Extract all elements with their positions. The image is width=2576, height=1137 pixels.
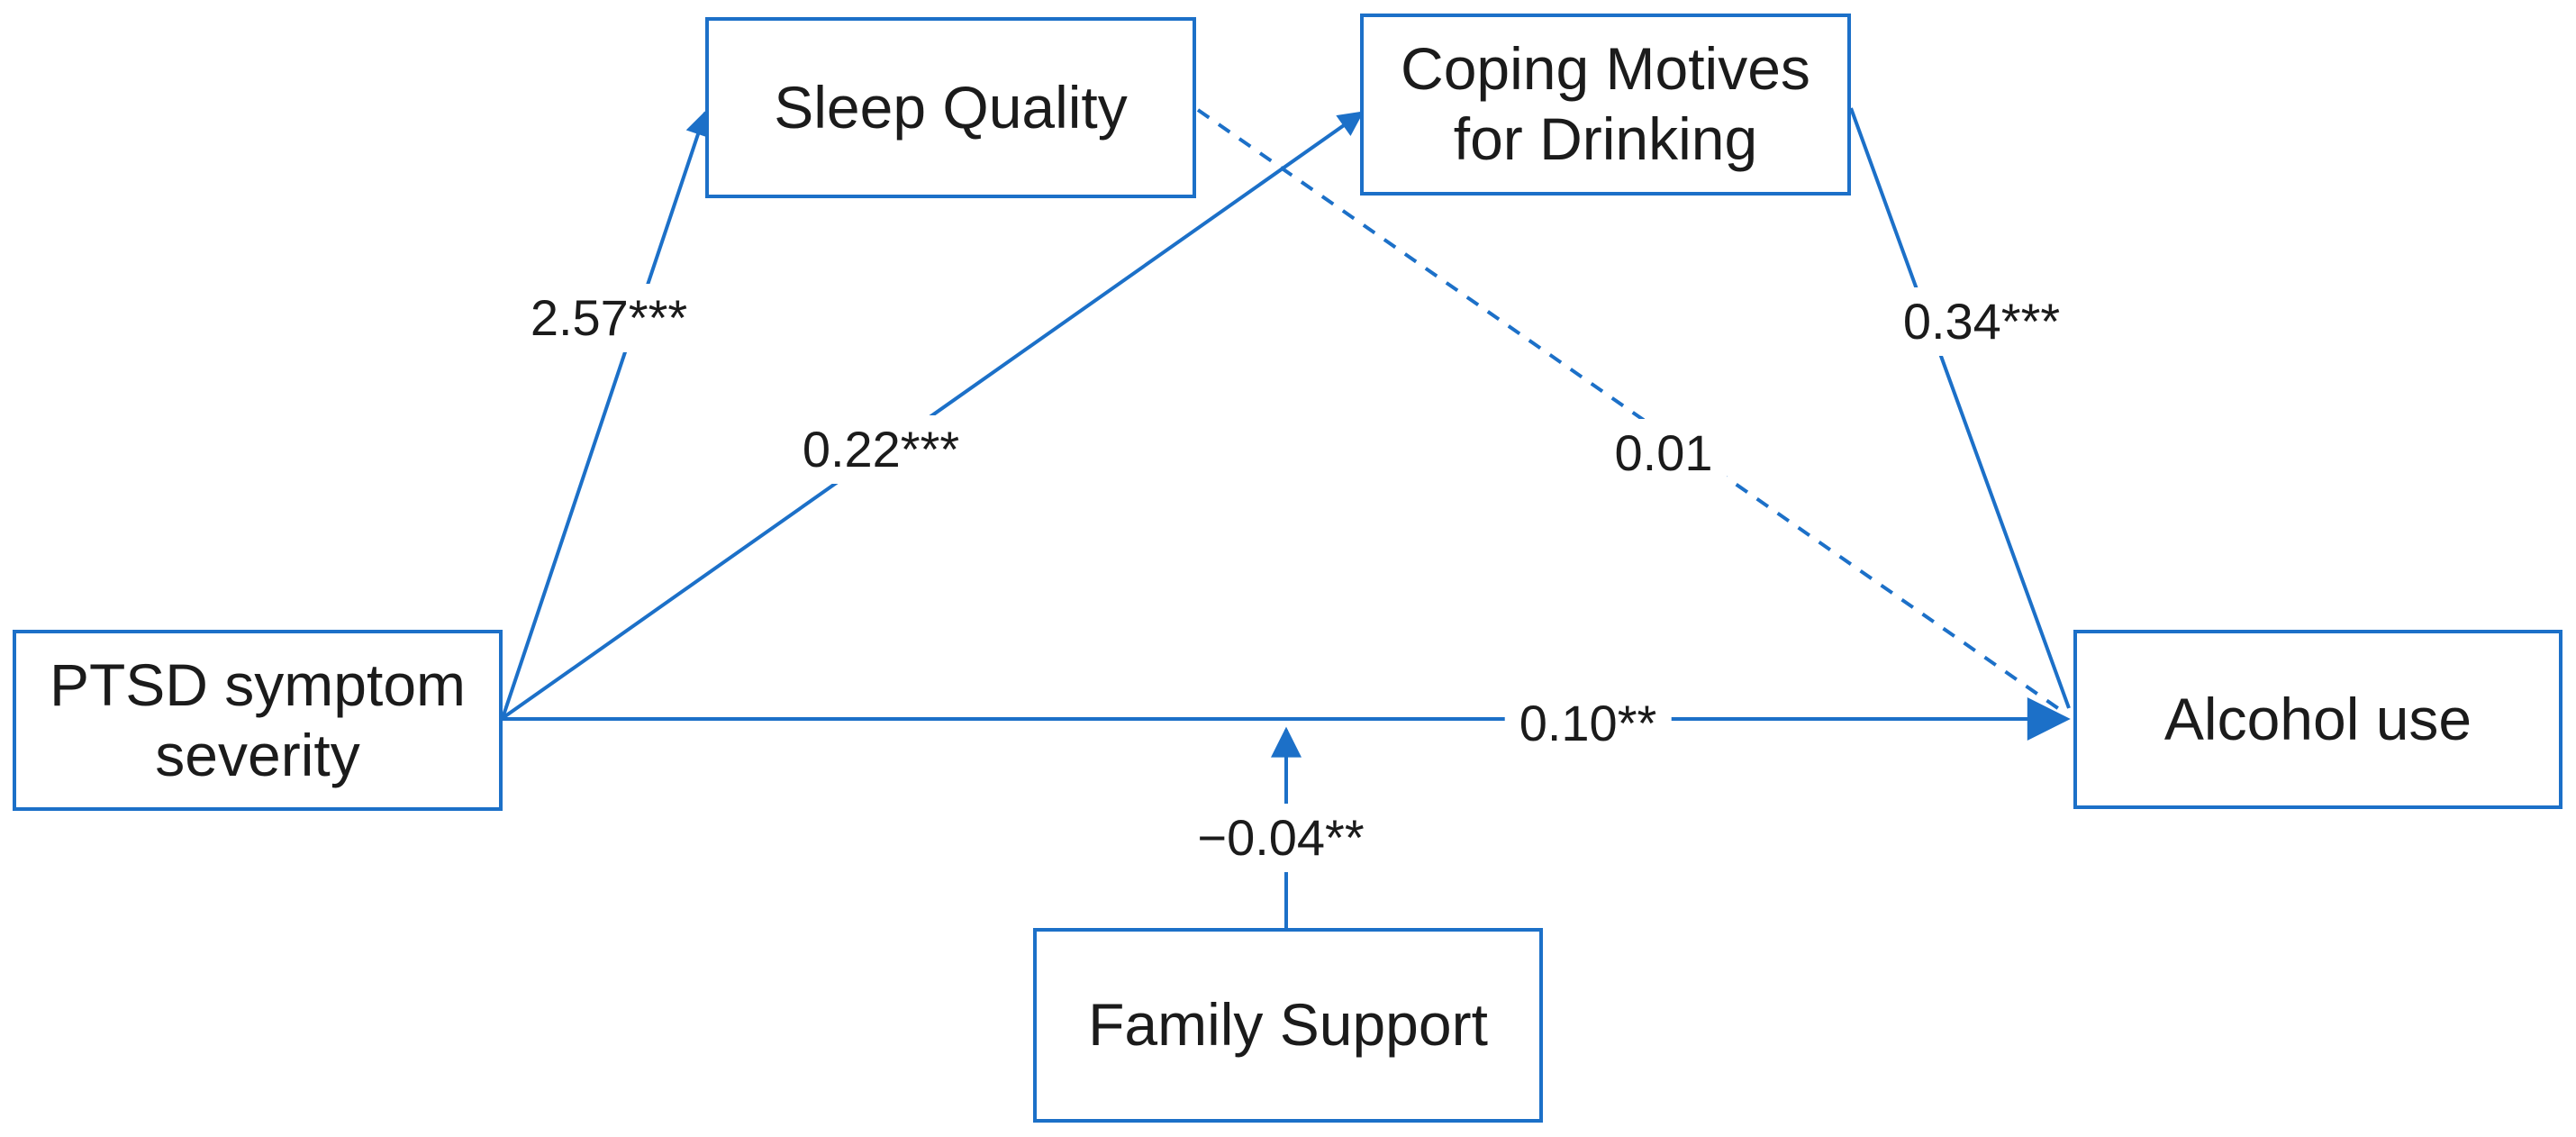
coefficient-ptsd-to-sleep: 2.57*** <box>515 284 703 352</box>
node-coping-motives: Coping Motives for Drinking <box>1360 14 1851 196</box>
node-alcohol-use-label: Alcohol use <box>2163 685 2472 752</box>
edge-ptsd-to-sleep <box>501 110 711 719</box>
edge-coping-to-alcohol <box>1849 107 2071 709</box>
coefficient-coping-to-alcohol: 0.34*** <box>1888 287 2075 356</box>
coefficient-ptsd-to-alcohol: 0.10** <box>1504 689 1672 758</box>
node-alcohol-use: Alcohol use <box>2073 630 2562 809</box>
node-coping-motives-label: Coping Motives for Drinking <box>1401 35 1810 172</box>
node-family-support-label: Family Support <box>1088 991 1488 1059</box>
node-ptsd-symptom-severity-label: PTSD symptom severity <box>49 650 467 788</box>
node-family-support: Family Support <box>1033 928 1543 1123</box>
edge-sleep-to-alcohol-dashed <box>1196 108 2064 713</box>
coefficient-ptsd-to-coping: 0.22*** <box>787 415 975 484</box>
node-ptsd-symptom-severity: PTSD symptom severity <box>13 630 503 811</box>
node-sleep-quality: Sleep Quality <box>705 17 1196 198</box>
node-sleep-quality-label: Sleep Quality <box>774 73 1128 141</box>
coefficient-sleep-to-alcohol: 0.01 <box>1600 419 1728 487</box>
coefficient-family-moderation: −0.04** <box>1183 804 1379 872</box>
